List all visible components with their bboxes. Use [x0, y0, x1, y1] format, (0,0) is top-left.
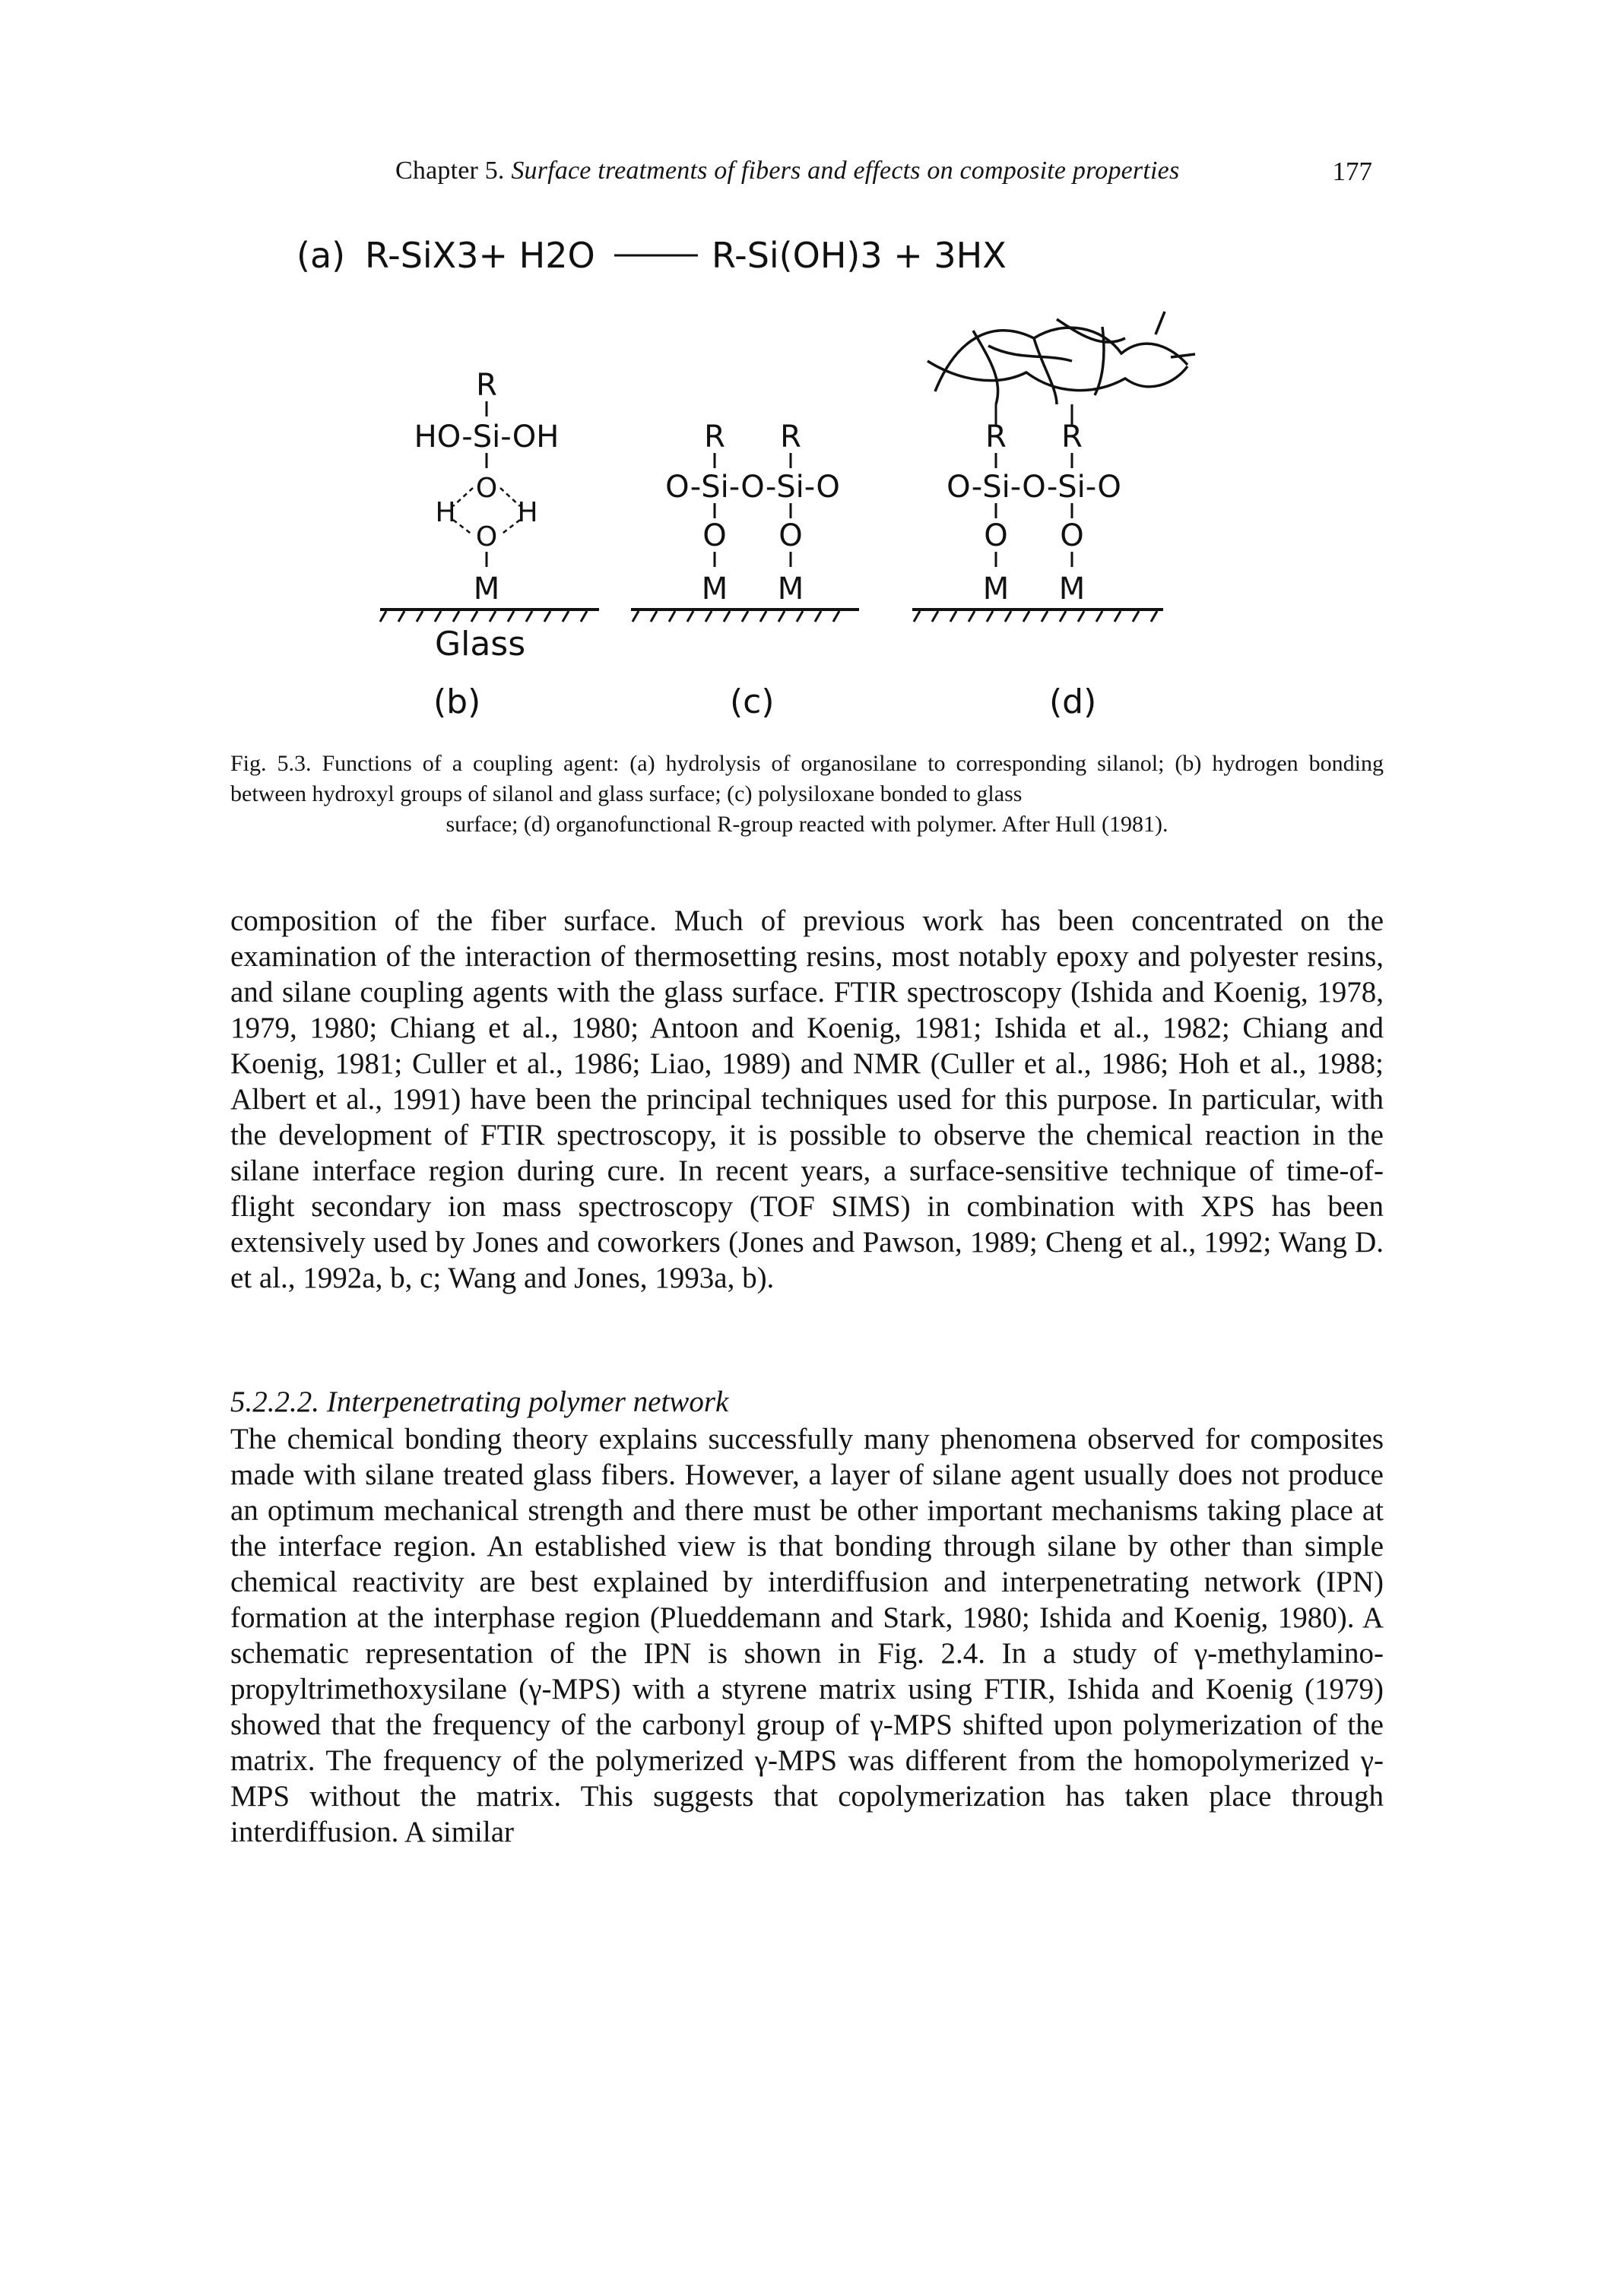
- panel-d-siloxane-chain: O-Si-O-Si-O: [947, 470, 1121, 505]
- running-header: Chapter 5. Surface treatments of fibers …: [395, 157, 1372, 202]
- panel-c-siloxane-chain: O-Si-O-Si-O: [665, 470, 840, 505]
- chapter-title: Surface treatments of fibers and effects…: [511, 157, 1180, 185]
- panel-c-oxygen-right: O: [778, 518, 802, 553]
- panel-b-hydrogen-left: H: [435, 497, 455, 528]
- panel-b-metal: M: [474, 572, 500, 606]
- equation-products: R-Si(OH)3 + 3HX: [712, 235, 1007, 276]
- panel-c-r-group-left: R: [704, 420, 725, 454]
- panel-d-metal-right: M: [1059, 572, 1086, 606]
- panel-d-r-group-left: R: [985, 420, 1007, 454]
- surface-hatching: [912, 610, 1159, 622]
- panel-c-oxygen-left: O: [702, 518, 726, 553]
- surface-hatching: [379, 610, 588, 622]
- panel-c-metal-right: M: [778, 572, 804, 606]
- panel-c-r-group-right: R: [780, 420, 801, 454]
- panel-b: R HO-Si-OH O H H O M Glass (b): [379, 368, 599, 721]
- figure-caption: Fig. 5.3. Functions of a coupling agent:…: [230, 749, 1384, 840]
- section-subheading: 5.2.2.2. Interpenetrating polymer networ…: [230, 1386, 729, 1418]
- polymer-network: [927, 311, 1196, 405]
- equation-reactants: R-SiX3+ H2O: [365, 235, 595, 276]
- panel-d-r-group-right: R: [1061, 420, 1083, 454]
- panel-d: R R O-Si-O-Si-O O O M M (d): [912, 311, 1196, 721]
- panel-b-silanol: HO-Si-OH: [414, 420, 560, 454]
- surface-hatching: [631, 610, 841, 622]
- panel-d-oxygen-right: O: [1060, 518, 1083, 553]
- paragraph-2: The chemical bonding theory explains suc…: [230, 1423, 1384, 1848]
- caption-last-line: surface; (d) organofunctional R-group re…: [446, 812, 1168, 837]
- panel-c: R R O-Si-O-Si-O O O M M (c): [631, 420, 859, 721]
- caption-text: Fig. 5.3. Functions of a coupling agent:…: [230, 751, 1384, 806]
- panel-b-r-group: R: [476, 368, 497, 403]
- panel-b-hydrogen-right: H: [517, 497, 537, 528]
- panel-c-metal-left: M: [702, 572, 728, 606]
- panel-b-oxygen-2: O: [476, 521, 497, 553]
- coupling-agent-diagram: (a) R-SiX3+ H2O R-Si(OH)3 + 3HX R HO-Si-…: [296, 235, 1196, 721]
- panel-b-oxygen-1: O: [476, 473, 497, 504]
- panel-c-label: (c): [730, 682, 775, 721]
- panel-b-label: (b): [433, 682, 480, 721]
- figure-5-3: (a) R-SiX3+ H2O R-Si(OH)3 + 3HX R HO-Si-…: [228, 205, 1414, 737]
- chapter-number: Chapter 5.: [395, 157, 505, 185]
- equation-label: (a): [296, 235, 345, 276]
- running-head: Chapter 5. Surface treatments of fibers …: [395, 157, 1179, 185]
- glass-label: Glass: [435, 625, 525, 663]
- panel-d-oxygen-left: O: [984, 518, 1007, 553]
- page-number: 177: [1332, 157, 1373, 186]
- paragraph-1: composition of the fiber surface. Much o…: [230, 904, 1384, 1294]
- panel-d-label: (d): [1049, 682, 1096, 721]
- panel-d-metal-left: M: [983, 572, 1010, 606]
